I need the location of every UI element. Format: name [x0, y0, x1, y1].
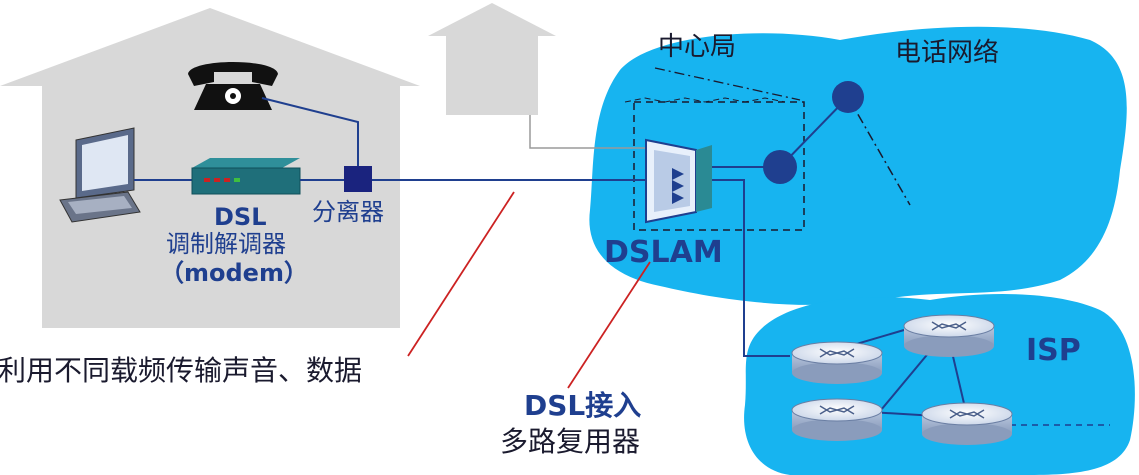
- splitter-label: 分离器: [312, 198, 384, 226]
- phone-to-splitter-link: [261, 97, 359, 168]
- router-icon: [791, 341, 883, 384]
- splitter-box-icon: [344, 166, 372, 192]
- dslam-note-pointer: [567, 261, 651, 389]
- central-office-leader: [654, 67, 801, 101]
- dsl-modem-icon: [191, 158, 301, 195]
- telephone-icon: [188, 62, 278, 110]
- computer-icon: [59, 127, 141, 223]
- dslam-desc-line1: DSL接入: [524, 389, 642, 422]
- central-office-label: 中心局: [658, 32, 737, 62]
- dslam-label: DSLAM: [604, 235, 723, 270]
- central-office-box: [633, 101, 805, 231]
- router-icon: [921, 402, 1013, 445]
- telephone-network-label: 电话网络: [895, 38, 1000, 68]
- central-office-house: [428, 3, 556, 115]
- isp-router-link: [875, 343, 937, 417]
- central-office-wave: [624, 97, 786, 103]
- telephone-network-cloud: [589, 26, 1127, 305]
- dsl-modem-label: DSL: [214, 203, 267, 231]
- router-icon: [791, 398, 883, 441]
- phone-network-dashed-link: [847, 96, 911, 206]
- office-to-dslam-line: [529, 115, 648, 149]
- dslam-icon: [645, 138, 712, 224]
- dsl-modem-sublabel: 调制解调器: [166, 230, 286, 258]
- dslam-to-isp-link: [712, 179, 790, 357]
- freq-note-pointer: [407, 191, 515, 357]
- network-node-icon: [832, 81, 864, 113]
- network-node-icon: [763, 150, 797, 184]
- modem-label: （modem）: [160, 259, 308, 287]
- frequency-note: 利用不同载频传输声音、数据: [0, 354, 363, 387]
- dslam-desc-line2: 多路复用器: [500, 425, 641, 458]
- router-icon: [903, 314, 995, 357]
- isp-label: ISP: [1026, 333, 1081, 368]
